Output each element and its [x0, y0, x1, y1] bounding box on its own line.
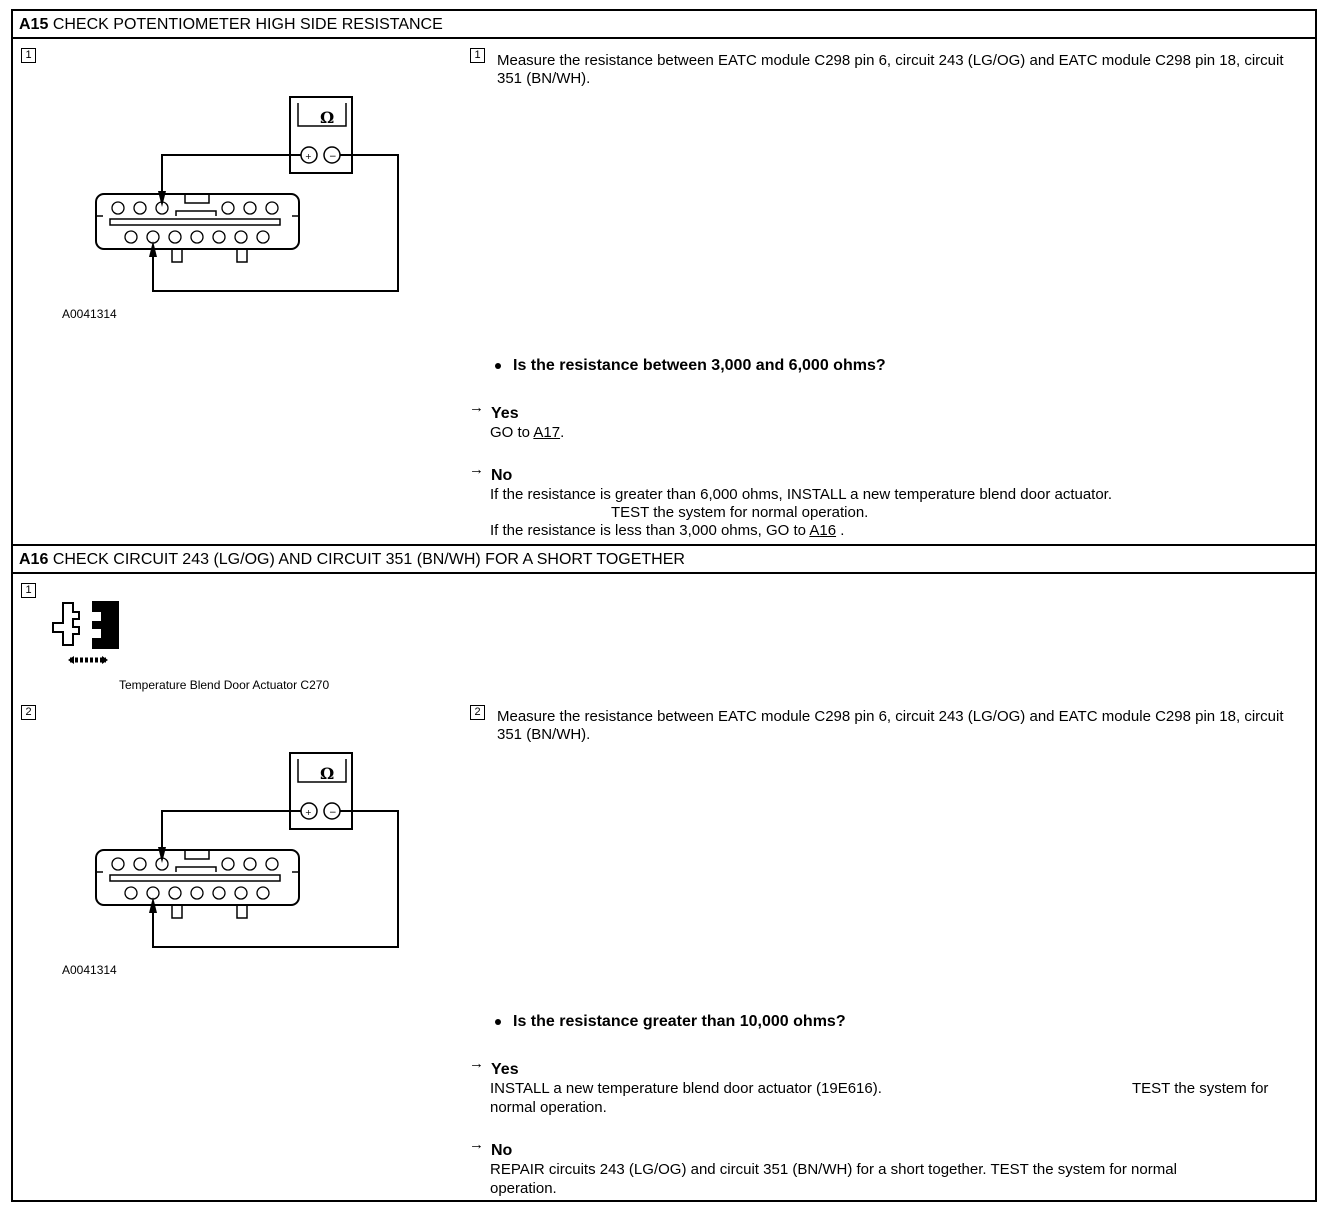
multimeter-body	[289, 96, 353, 174]
svg-text:+: +	[305, 152, 312, 161]
svg-text:+: +	[305, 808, 312, 817]
yes-action: GO to A17.	[490, 424, 565, 441]
a16-header: A16 CHECK CIRCUIT 243 (LG/OG) AND CIRCUI…	[19, 551, 685, 569]
connector-body	[95, 193, 300, 250]
question: Is the resistance greater than 10,000 oh…	[495, 1013, 846, 1031]
a15-header: A15 CHECK POTENTIOMETER HIGH SIDE RESIST…	[19, 16, 443, 34]
arrow-right-icon: →	[469, 461, 484, 478]
multimeter-connector-diagram: Ω + −	[95, 96, 399, 292]
step-number-box: 2	[21, 705, 36, 720]
divider	[13, 37, 1315, 39]
svg-text:−: −	[329, 808, 337, 818]
connector-body	[95, 849, 300, 906]
no-label: No	[491, 467, 513, 484]
multimeter-connector-diagram: Ω + −	[95, 752, 399, 948]
svg-text:−: −	[329, 152, 337, 162]
no-action-line: REPAIR circuits 243 (LG/OG) and circuit …	[490, 1161, 1177, 1178]
ohm-symbol: Ω	[320, 764, 334, 783]
link-a16[interactable]: A16	[809, 522, 837, 539]
no-action-line: operation.	[490, 1180, 557, 1197]
procedure-table: A15 CHECK POTENTIOMETER HIGH SIDE RESIST…	[11, 9, 1317, 1202]
no-action-line: TEST the system for normal operation.	[611, 504, 869, 521]
yes-action-line: TEST the system for	[1132, 1080, 1269, 1097]
no-action-line: If the resistance is less than 3,000 ohm…	[490, 522, 845, 539]
a16-title: CHECK CIRCUIT 243 (LG/OG) AND CIRCUIT 35…	[52, 551, 685, 568]
yes-action-line: normal operation.	[490, 1099, 607, 1116]
no-action-line: If the resistance is greater than 6,000 …	[490, 486, 1113, 503]
step-number-box: 1	[21, 48, 36, 63]
yes-action-line: INSTALL a new temperature blend door act…	[490, 1080, 882, 1097]
figure-code: A0041314	[62, 307, 117, 321]
connector-caption: Temperature Blend Door Actuator C270	[119, 678, 330, 692]
yes-label: Yes	[491, 1061, 519, 1078]
link-a17[interactable]: A17	[533, 424, 561, 441]
divider	[13, 544, 1315, 546]
multimeter-body	[289, 752, 353, 830]
a16-id: A16	[19, 551, 49, 568]
figure-code: A0041314	[62, 963, 117, 977]
ohm-symbol: Ω	[320, 108, 334, 127]
arrow-right-icon: →	[469, 399, 484, 416]
no-label: No	[491, 1142, 513, 1159]
question: Is the resistance between 3,000 and 6,00…	[495, 357, 886, 375]
step-instruction: Measure the resistance between EATC modu…	[497, 52, 1284, 87]
step-number-box: 1	[21, 583, 36, 598]
step-instruction: Measure the resistance between EATC modu…	[497, 708, 1284, 743]
arrow-right-icon: →	[469, 1055, 484, 1072]
a15-id: A15	[19, 16, 49, 33]
step-number-box: 1	[470, 48, 485, 63]
divider	[13, 572, 1315, 574]
bullet	[495, 362, 501, 369]
disconnect-connector-icon	[52, 601, 119, 664]
arrow-right-icon: →	[469, 1136, 484, 1153]
yes-label: Yes	[491, 405, 519, 422]
bullet	[495, 1018, 501, 1025]
a15-title: CHECK POTENTIOMETER HIGH SIDE RESISTANCE	[52, 16, 443, 33]
step-number-box: 2	[470, 705, 485, 720]
